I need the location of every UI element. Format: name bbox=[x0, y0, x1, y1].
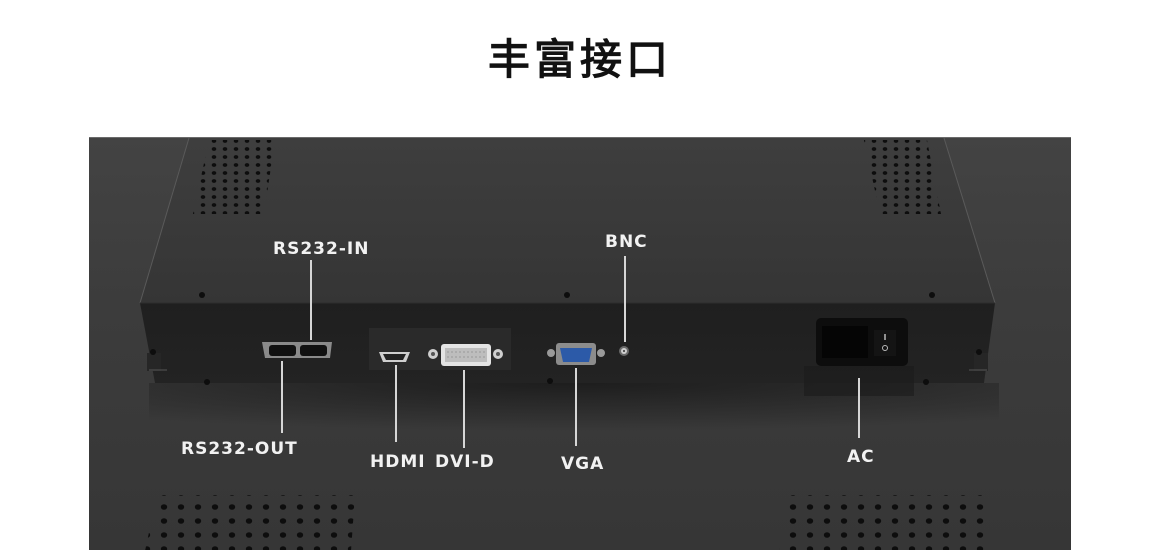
label-dvi-d: DVI-D bbox=[435, 452, 495, 472]
label-ac: AC bbox=[847, 447, 875, 467]
product-photo: RS232-IN RS232-OUT HDMI DVI-D VGA BNC AC bbox=[89, 137, 1071, 550]
label-hdmi: HDMI bbox=[370, 452, 426, 472]
hdmi-port-icon bbox=[379, 352, 410, 362]
page-title: 丰富接口 bbox=[487, 35, 672, 84]
rs232-port-icon bbox=[262, 342, 332, 358]
label-rs232-out: RS232-OUT bbox=[181, 439, 298, 459]
device-rear-illustration bbox=[139, 138, 999, 448]
vga-port-icon bbox=[547, 343, 605, 365]
label-bnc: BNC bbox=[605, 232, 648, 252]
dvi-port-icon bbox=[428, 344, 503, 366]
label-vga: VGA bbox=[561, 454, 605, 474]
bnc-port-icon bbox=[619, 346, 629, 356]
label-rs232-in: RS232-IN bbox=[273, 239, 370, 259]
vent-holes bbox=[145, 140, 989, 550]
